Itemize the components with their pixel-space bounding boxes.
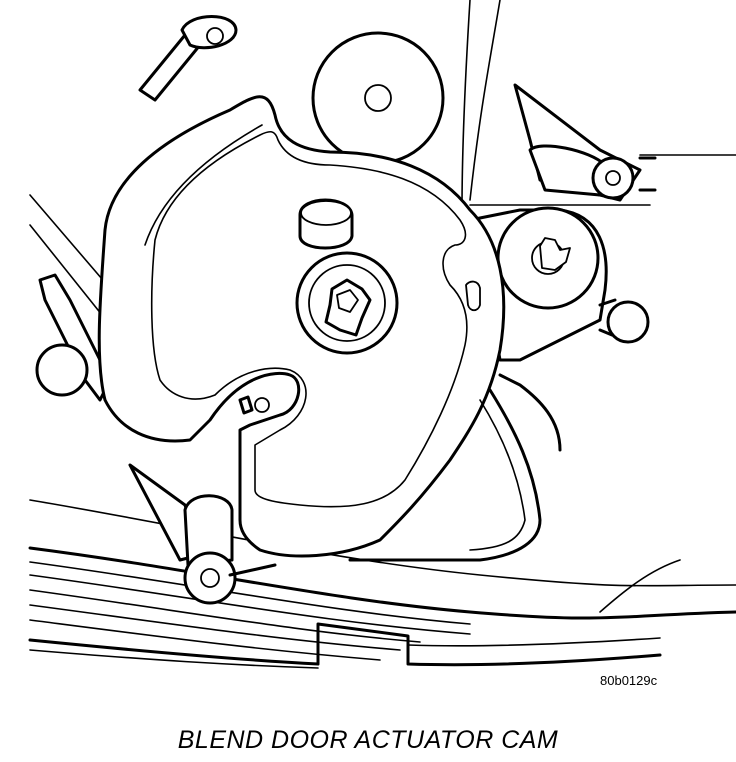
right-linkage (513, 83, 657, 202)
cam-hub (295, 251, 399, 355)
upper-round-boss (311, 31, 445, 165)
cam-housing-edge (348, 373, 562, 562)
left-pivot (35, 273, 112, 402)
figure-caption: BLEND DOOR ACTUATOR CAM (177, 726, 559, 754)
lower-housing-lines (28, 499, 736, 669)
cam-post (298, 198, 354, 250)
figure-reference-code: 80b0129c (600, 673, 658, 688)
top-linkage (138, 15, 238, 102)
bottom-linkage (128, 463, 277, 605)
